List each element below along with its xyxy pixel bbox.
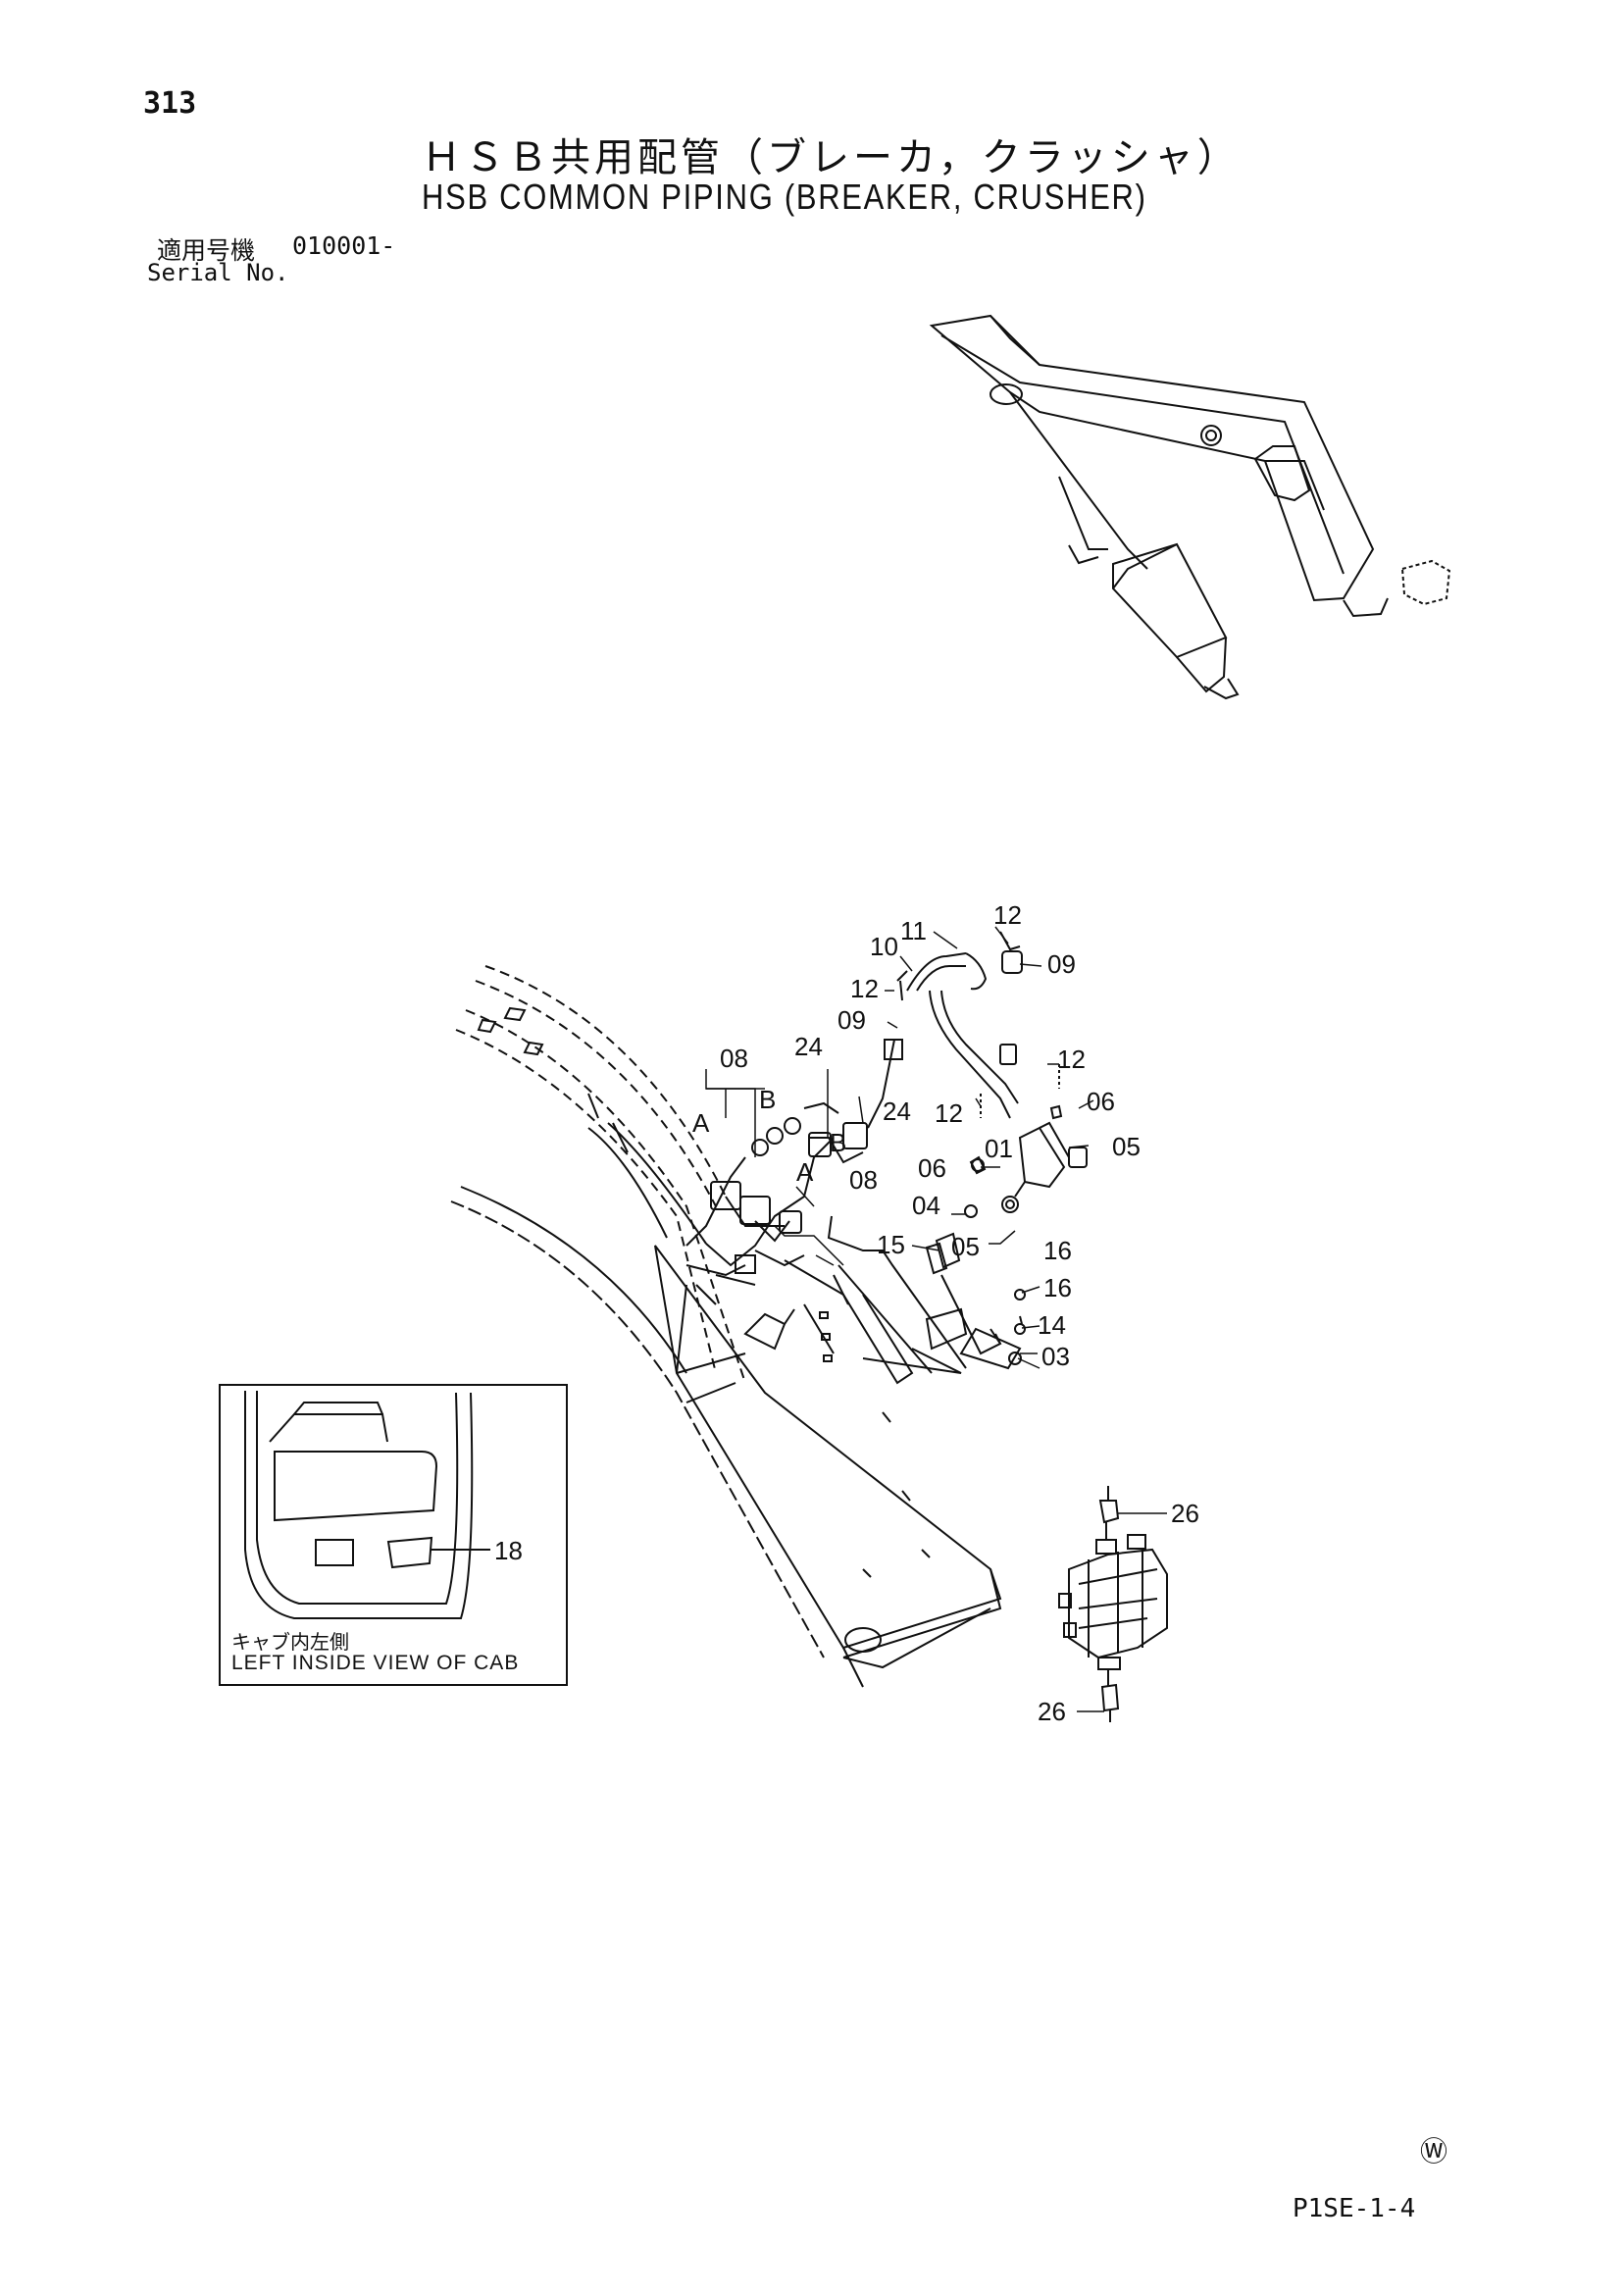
callout-06: 06 bbox=[918, 1153, 946, 1183]
callout-12: 12 bbox=[935, 1098, 963, 1128]
callout-11: 11 bbox=[900, 916, 927, 945]
callout-A: A bbox=[796, 1157, 814, 1187]
callout-B: B bbox=[830, 1128, 847, 1157]
callout-16: 16 bbox=[1043, 1273, 1072, 1302]
w-mark: Ⓦ bbox=[1420, 2135, 1448, 2168]
callout-01: 01 bbox=[985, 1134, 1013, 1163]
excavator-overview-drawing bbox=[929, 314, 1451, 700]
callout-12: 12 bbox=[993, 900, 1022, 930]
callout-08: 08 bbox=[849, 1165, 878, 1195]
callout-12: 12 bbox=[1057, 1045, 1086, 1074]
serial-label-jp: 適用号機 bbox=[157, 236, 256, 265]
callout-06: 06 bbox=[1087, 1087, 1115, 1116]
control-valve-drawing bbox=[1058, 1486, 1168, 1722]
callout-09: 09 bbox=[837, 1005, 866, 1035]
callout-16: 16 bbox=[1043, 1236, 1072, 1265]
callout-14: 14 bbox=[1038, 1310, 1066, 1340]
callout-08: 08 bbox=[720, 1044, 748, 1073]
callout-05: 05 bbox=[951, 1232, 980, 1261]
boom-arm-drawing bbox=[450, 965, 1002, 1688]
callout-04: 04 bbox=[912, 1191, 940, 1220]
callout-12: 12 bbox=[850, 974, 879, 1003]
callout-26: 26 bbox=[1038, 1697, 1066, 1726]
inset-caption-jp: キャブ内左側 bbox=[231, 1630, 349, 1654]
page-title-en: HSB COMMON PIPING (BREAKER, CRUSHER) bbox=[422, 177, 1147, 217]
callout-18: 18 bbox=[494, 1536, 523, 1565]
serial-value: 010001- bbox=[292, 231, 396, 260]
page-title-jp: ＨＳＢ共用配管（ブレーカ，クラッシャ） bbox=[422, 135, 1241, 180]
page-code: P1SE-1-4 bbox=[1293, 2194, 1416, 2223]
callout-09: 09 bbox=[1047, 949, 1076, 979]
callout-24: 24 bbox=[794, 1032, 823, 1061]
callout-B: B bbox=[759, 1085, 777, 1114]
callout-26: 26 bbox=[1171, 1499, 1199, 1528]
callout-03: 03 bbox=[1041, 1342, 1070, 1371]
leader-lines bbox=[705, 926, 1167, 1712]
cab-inset-frame bbox=[219, 1384, 568, 1686]
inset-caption-en: LEFT INSIDE VIEW OF CAB bbox=[231, 1652, 520, 1674]
page-number: 313 bbox=[143, 86, 197, 121]
piping-assembly-drawing bbox=[587, 931, 1088, 1374]
callout-15: 15 bbox=[877, 1230, 905, 1259]
callout-05: 05 bbox=[1112, 1132, 1141, 1161]
callout-10: 10 bbox=[870, 932, 898, 961]
callout-A: A bbox=[692, 1108, 710, 1138]
callout-24: 24 bbox=[883, 1097, 911, 1126]
serial-label-en: Serial No. bbox=[147, 259, 289, 286]
